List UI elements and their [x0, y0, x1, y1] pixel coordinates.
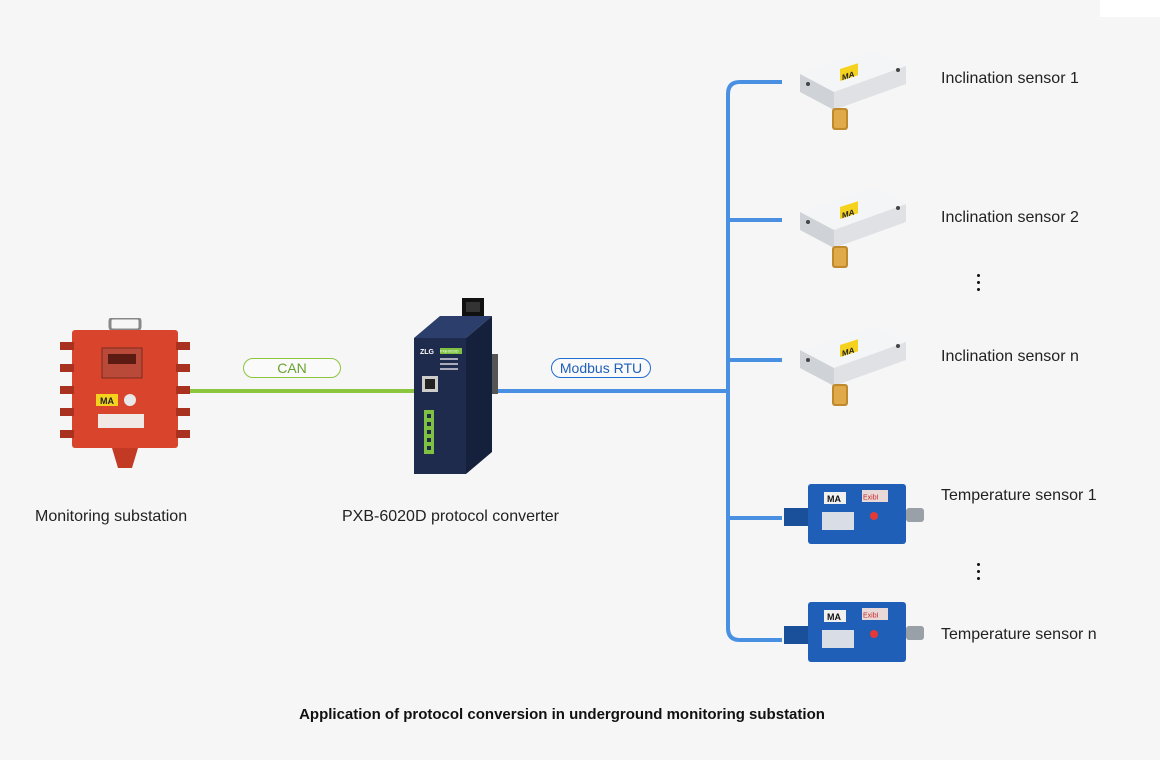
inclination-sensor-n-device: MA [800, 326, 906, 406]
substation-ma-mark: MA [100, 396, 114, 406]
inclination-sensor-2-device: MA [800, 188, 906, 268]
temperature-sensor-1-ma-mark: MA [827, 494, 841, 504]
converter-label: PXB-6020D protocol converter [342, 508, 559, 525]
temperature-sensor-1-device: MA ExibI [784, 484, 924, 544]
inclination-sensor-n-ma-mark: MA [842, 346, 854, 359]
top-right-patch [1100, 0, 1160, 17]
substation-label: Monitoring substation [35, 508, 188, 525]
converter-model-mark: PXB-6020D [440, 350, 459, 354]
temperature-sensor-n-ex-mark: ExibI [863, 613, 879, 620]
modbus-bus [492, 80, 782, 642]
converter-brand-mark: ZLG [420, 349, 435, 356]
sensor-label-temperature-n: Temperature sensor n [941, 626, 1097, 643]
diagram-caption: Application of protocol conversion in un… [299, 706, 825, 723]
inclination-sensor-2-ma-mark: MA [842, 208, 854, 221]
inclination-sensor-1-device: MA [800, 50, 906, 130]
temperature-sensor-1-ex-mark: ExibI [863, 495, 879, 502]
inclination-sensor-1-ma-mark: MA [842, 70, 854, 83]
modbus-link-label: Modbus RTU [551, 358, 651, 378]
protocol-converter-device: ZLG PXB-6020D [414, 298, 498, 474]
can-link-label: CAN [243, 358, 341, 378]
monitoring-substation-device: MA [60, 318, 190, 468]
temperature-sensor-n-ma-mark: MA [827, 612, 841, 622]
sensor-label-inclination-1: Inclination sensor 1 [941, 70, 1079, 87]
ellipsis-inclination [977, 274, 981, 295]
sensor-label-inclination-n: Inclination sensor n [941, 348, 1079, 365]
ellipsis-temperature [977, 563, 981, 584]
sensor-label-temperature-1: Temperature sensor 1 [941, 487, 1097, 504]
sensor-label-inclination-2: Inclination sensor 2 [941, 209, 1079, 226]
temperature-sensor-n-device: MA ExibI [784, 602, 924, 662]
